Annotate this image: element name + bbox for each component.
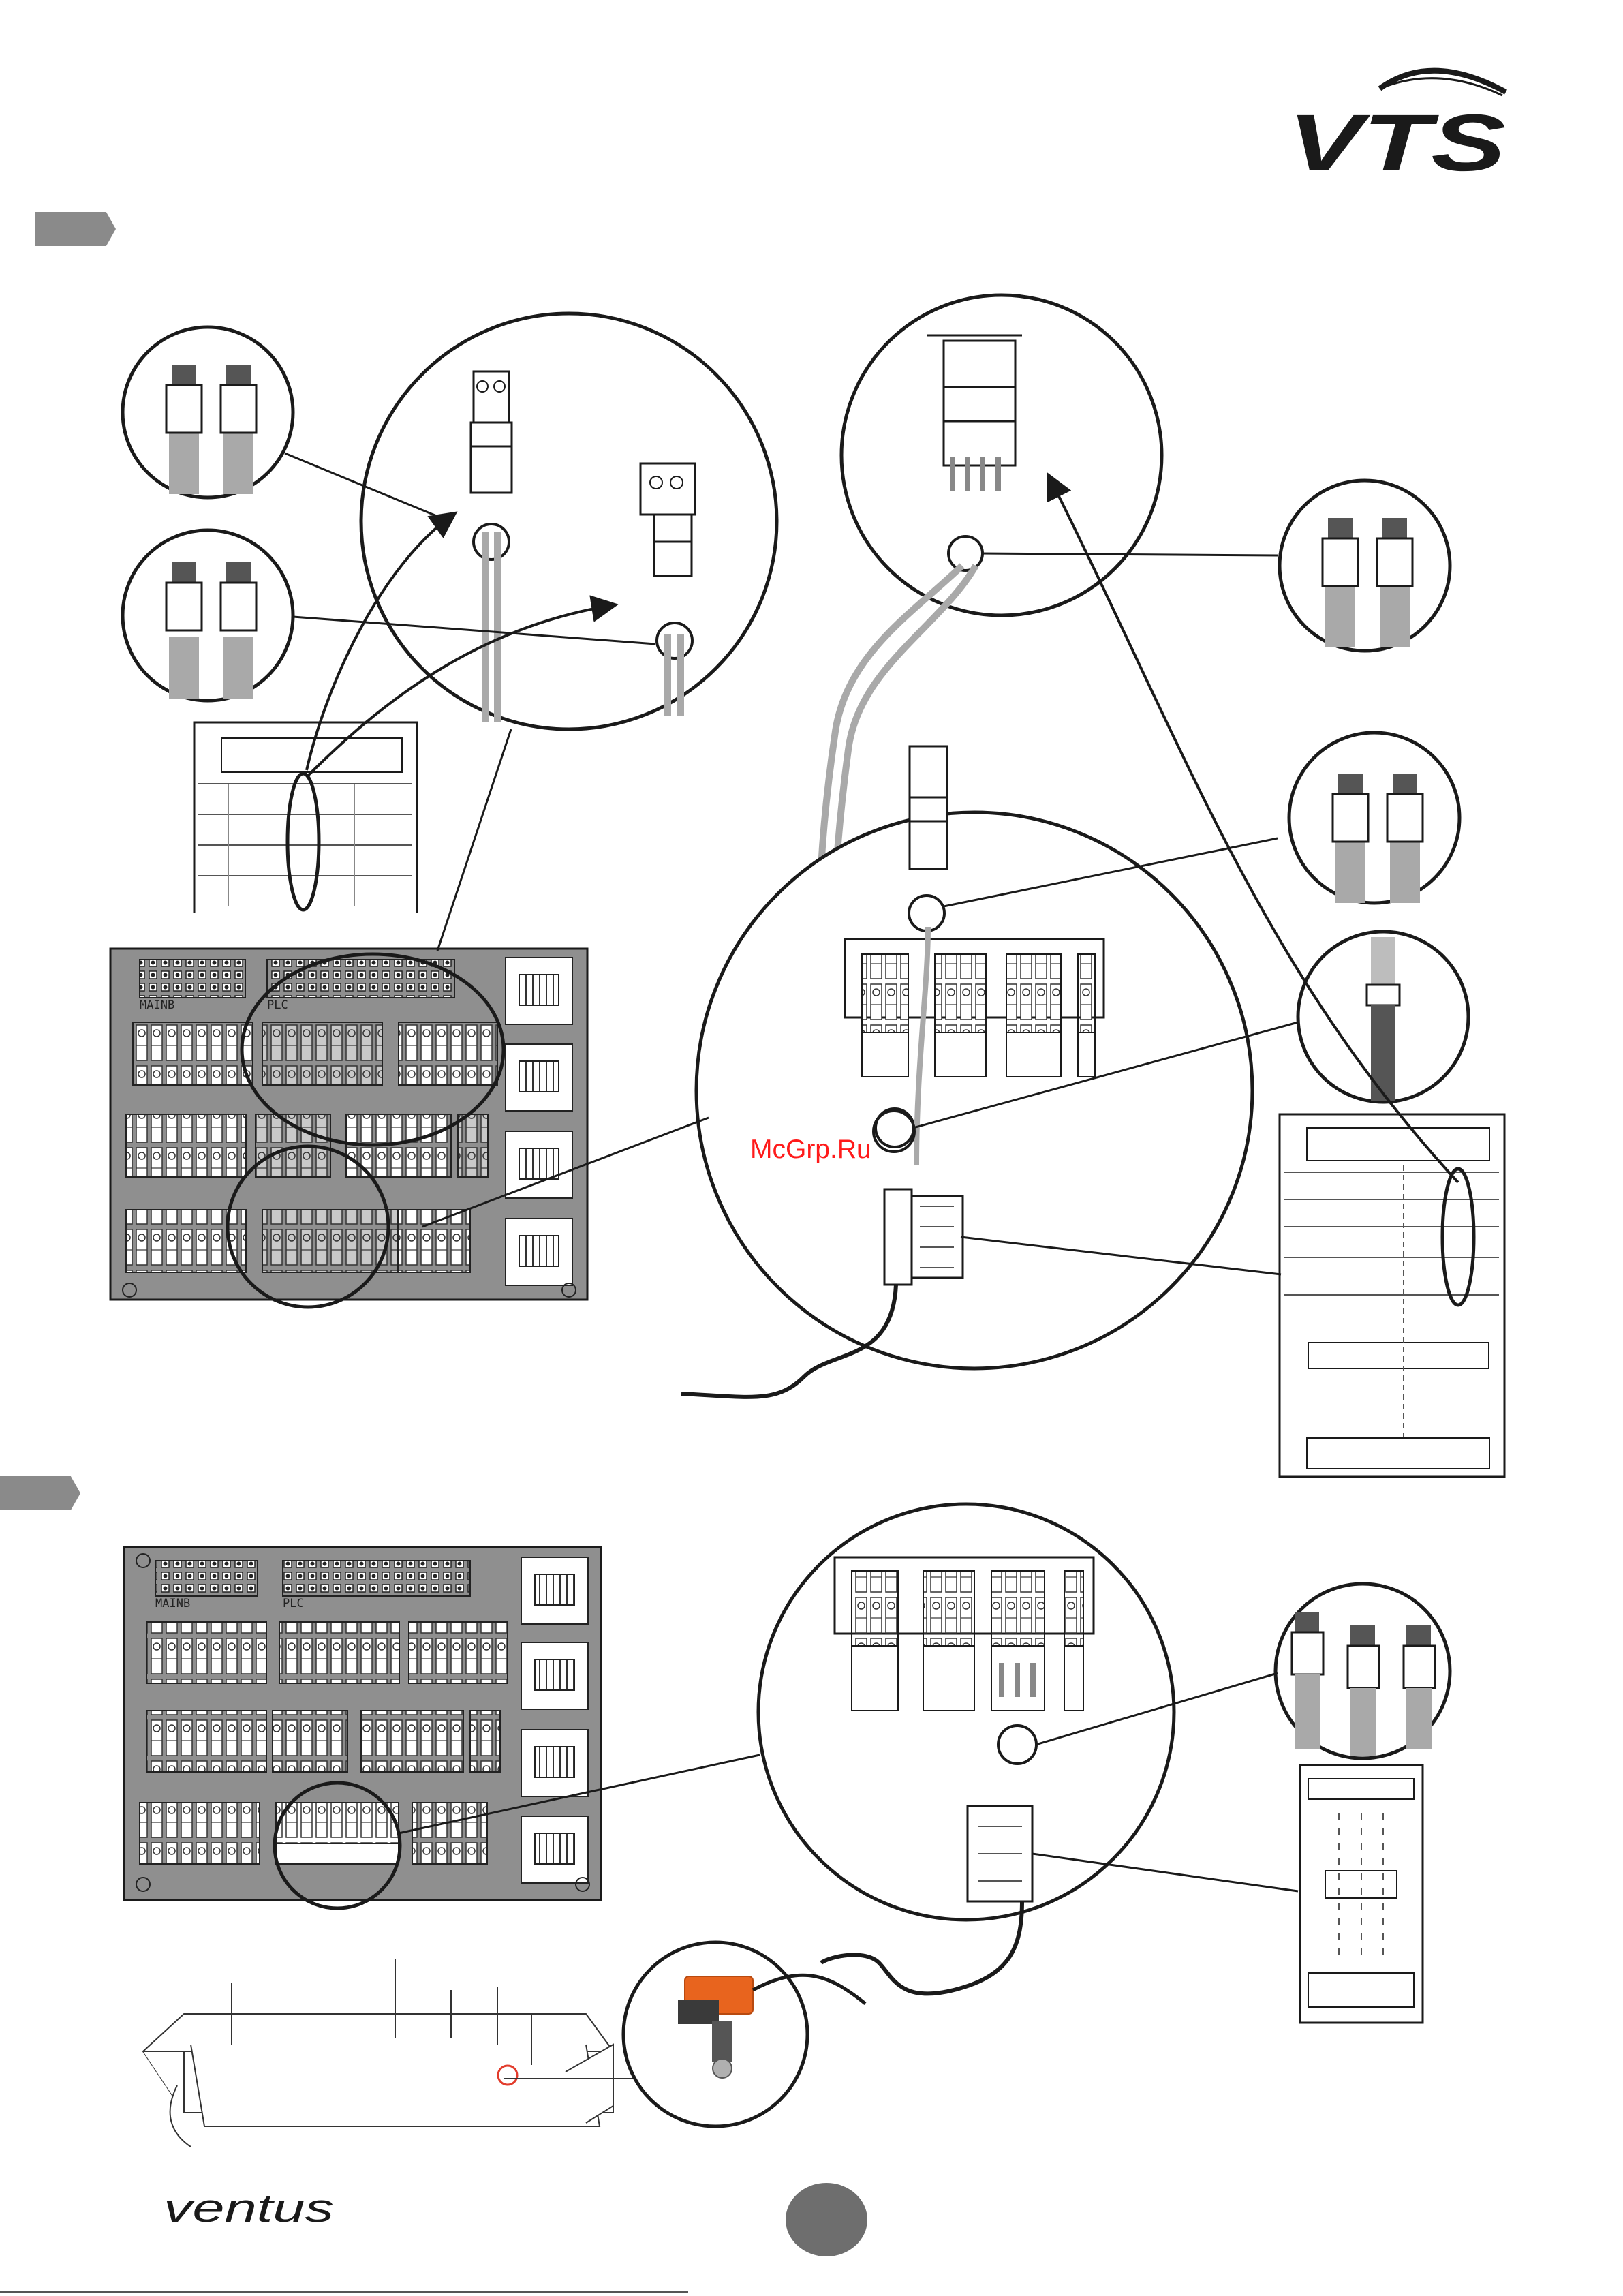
connector-zoom-right-top <box>841 295 1162 615</box>
terminal-zoom-section2 <box>758 1504 1174 1993</box>
board2-label-plc: PLC <box>283 1597 304 1610</box>
watermark: McGrp.Ru <box>750 1135 871 1165</box>
schematic-panel-left <box>194 722 417 913</box>
connector-zoom-left <box>361 313 777 729</box>
cable-detail-right-3 <box>1298 932 1468 1102</box>
controller-board-1: MAINB PLC <box>110 949 587 1307</box>
schematic-panel-right <box>1280 1114 1504 1477</box>
controller-board-2: MAINB PLC <box>124 1547 601 1908</box>
cable-detail-left-1 <box>123 327 293 498</box>
air-handling-unit <box>143 1959 637 2147</box>
terminal-zoom-center <box>681 746 1252 1397</box>
footer-rule <box>0 2291 688 2293</box>
board-label-main: MAINB <box>140 998 174 1012</box>
ventus-logo: ventus <box>164 2184 341 2239</box>
board2-label-main: MAINB <box>155 1597 190 1610</box>
cable-detail-left-2 <box>123 530 293 701</box>
actuator-zoom <box>623 1942 865 2126</box>
ventus-logo-text: ventus <box>164 2186 334 2231</box>
board-label-plc: PLC <box>267 998 288 1012</box>
cable-detail-right-1 <box>1280 480 1450 651</box>
page-number-badge <box>786 2183 867 2256</box>
cable-detail-3wire <box>1276 1584 1450 1758</box>
schematic-panel-section2 <box>1300 1765 1423 2023</box>
cable-detail-right-2 <box>1289 733 1459 903</box>
